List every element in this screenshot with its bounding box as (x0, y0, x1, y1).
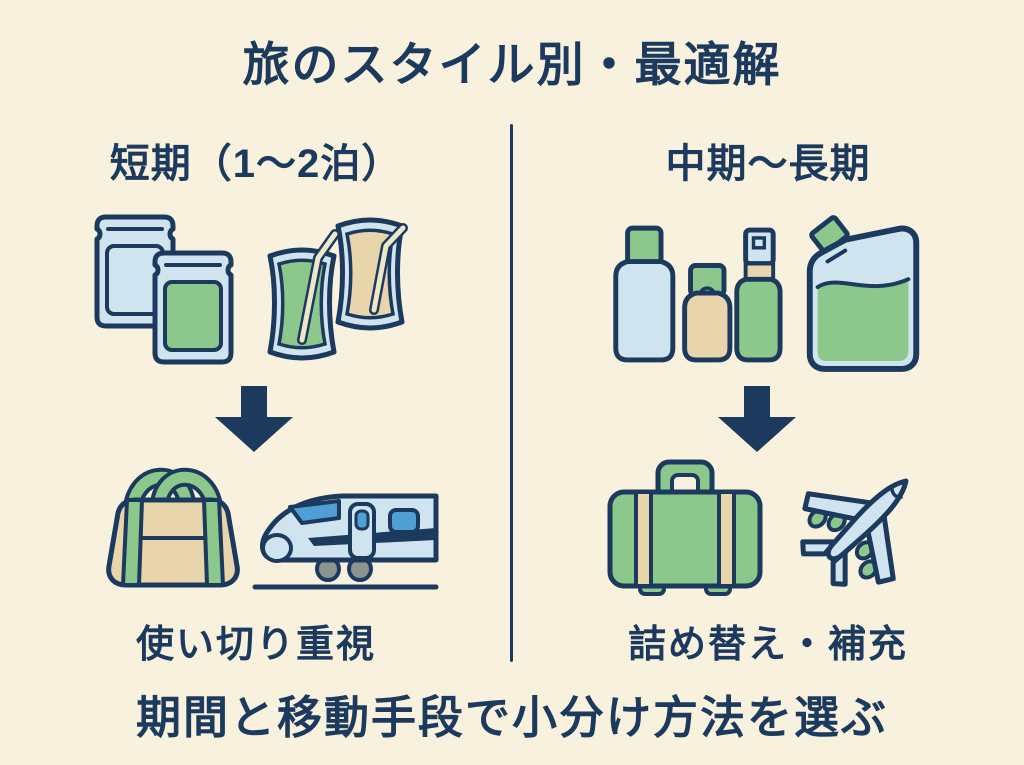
pouch-liquid (817, 279, 909, 362)
airplane-icon (800, 478, 909, 587)
bottle2-body (682, 290, 733, 363)
duffel-bag-icon (106, 467, 240, 588)
bottle1-cap (625, 225, 664, 266)
column-divider-line (510, 124, 513, 662)
down-arrow-icon (718, 386, 796, 452)
left-column-caption: 使い切り重視 (135, 624, 376, 666)
train-nose (261, 533, 293, 563)
suitcase-strap (717, 490, 736, 588)
page-title: 旅のスタイル別・最適解 (242, 38, 782, 91)
train-windshield (288, 499, 341, 525)
suitcase-strap (634, 490, 653, 588)
travel-bottles-icon (613, 225, 783, 363)
refill-pouch-icon (806, 215, 920, 372)
right-column-header: 中期〜長期 (665, 142, 871, 186)
suitcase-body (607, 489, 763, 589)
bottle1-body (613, 259, 676, 363)
right-column-caption: 詰め替え・補充 (627, 624, 908, 666)
left-column-header: 短期（1〜2泊） (109, 142, 403, 186)
footer-text: 期間と移動手段で小分け方法を選ぶ (135, 692, 888, 743)
sachet-pouches-icon (94, 214, 234, 365)
cockpit-window (890, 484, 903, 500)
down-arrow-icon (215, 386, 293, 452)
bottle2-cap (688, 263, 727, 298)
fuselage (825, 478, 909, 562)
front-sachet (152, 250, 234, 365)
drink-pouches-icon (267, 217, 408, 361)
bullet-train-icon (252, 493, 439, 590)
train-window (388, 508, 420, 534)
suitcase-icon (607, 459, 763, 596)
bottle3-body (734, 276, 783, 363)
